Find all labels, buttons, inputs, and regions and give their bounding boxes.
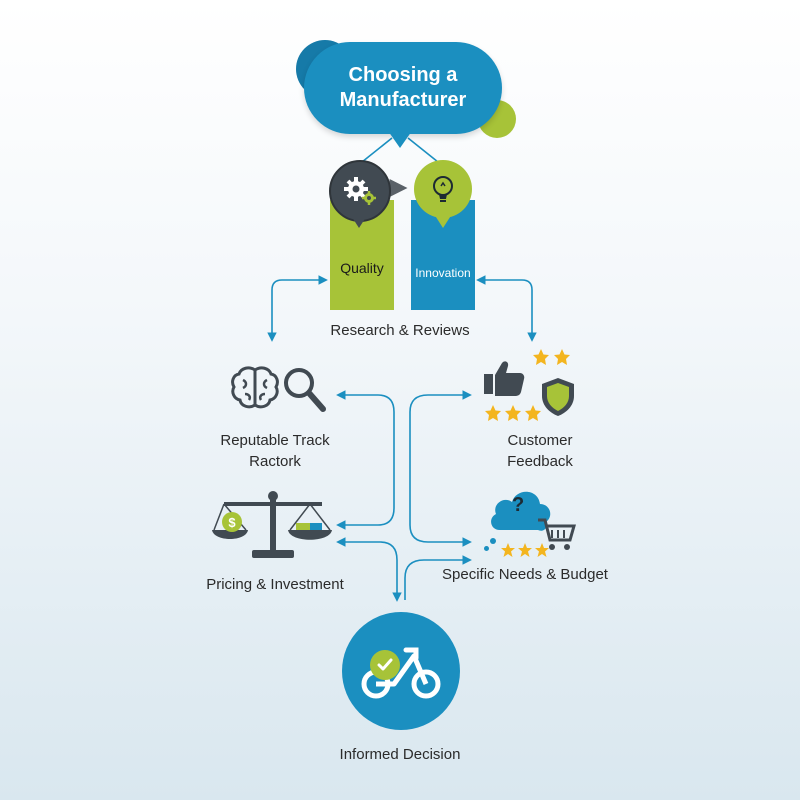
decision-label: Informed Decision [339, 746, 461, 763]
cloud-icon [491, 491, 551, 531]
gears-icon [344, 177, 376, 205]
quality-label: Quality [340, 260, 384, 276]
needs-budget-label: Specific Needs & Budget [442, 566, 608, 583]
title-bubble-tail [386, 128, 414, 148]
customer-feedback-label: Customer Feedback [507, 432, 573, 470]
innovation-badge [414, 160, 472, 218]
decision-circle [342, 612, 460, 730]
pricing-to-decision-connector [336, 537, 402, 602]
needs-budget-icon-group: ? [482, 482, 582, 562]
shopping-cart-icon [538, 518, 576, 550]
magnifier-icon [284, 368, 326, 412]
checkmark-icon [377, 658, 393, 671]
thumbs-up-icon [484, 361, 525, 396]
title-bubble: Choosing a Manufacturer [304, 42, 502, 134]
brain-icon [231, 366, 279, 409]
question-mark-icon: ? [512, 494, 525, 516]
dollar-coin-icon: $ [222, 512, 242, 532]
dot-icon [490, 538, 496, 544]
star-icon [485, 405, 541, 421]
quality-badge-tail [350, 214, 368, 228]
star-icon [501, 543, 549, 557]
bicycle-icon [361, 647, 441, 699]
research-reviews-label: Research & Reviews [330, 322, 470, 339]
pricing-icon-group: $ [210, 490, 336, 562]
feedback-flow-connector [409, 390, 472, 547]
scale-icon [212, 491, 332, 558]
innovation-label: Innovation [415, 266, 471, 280]
track-record-icon-group [228, 360, 328, 416]
innovation-badge-tail [434, 214, 452, 228]
quality-badge [329, 160, 391, 222]
quality-to-track-connector [267, 275, 328, 342]
star-icon [533, 349, 570, 365]
track-record-label: Reputable Track Ractork [220, 432, 330, 470]
shield-icon [542, 378, 574, 416]
customer-feedback-icon-group [482, 348, 592, 424]
lightbulb-icon [433, 176, 453, 202]
innovation-to-feedback-connector [476, 275, 537, 342]
dot-icon [484, 546, 489, 551]
needs-to-decision-connector [404, 555, 472, 600]
checkmark-badge [370, 650, 400, 680]
pricing-label: Pricing & Investment [206, 576, 344, 593]
track-flow-connector [336, 390, 395, 530]
